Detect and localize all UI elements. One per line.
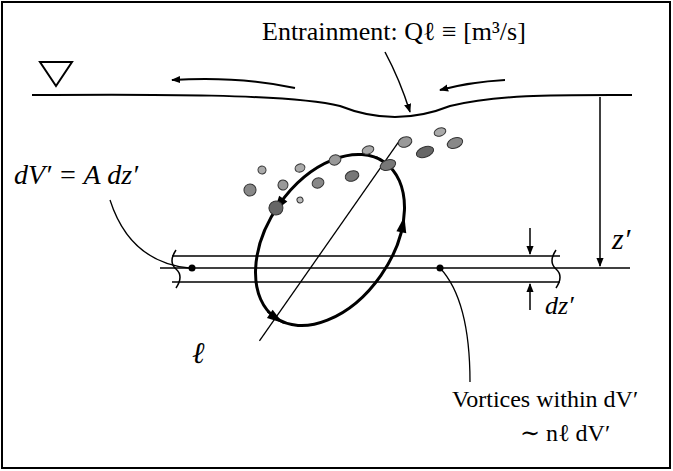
air-bubble <box>267 199 285 217</box>
dot <box>189 265 196 272</box>
leader-arrow <box>385 52 410 112</box>
air-bubble <box>379 158 397 173</box>
air-bubble <box>311 176 326 190</box>
vortex <box>225 127 436 354</box>
vortex-ellipse <box>225 127 436 354</box>
air-bubble <box>277 179 290 192</box>
air-bubble <box>415 144 435 160</box>
air-bubble <box>242 182 257 197</box>
air-bubble <box>344 169 361 183</box>
rotation-arrowhead <box>396 217 406 234</box>
air-bubble <box>294 163 306 174</box>
entrainment-label: Entrainment: Qℓ ≡ [m³/s] <box>262 18 526 47</box>
rotation-arrowhead <box>267 310 283 323</box>
water-surface <box>32 95 632 117</box>
free-surface-symbol <box>40 62 72 86</box>
depth-arrow <box>599 97 601 266</box>
control-volume-band <box>160 250 630 288</box>
air-bubble <box>296 196 304 204</box>
air-bubble <box>328 153 343 167</box>
depth-label: z′ <box>612 222 630 255</box>
leader-line <box>110 200 189 268</box>
count-label: ∼ nℓ dV′ <box>520 420 610 446</box>
leader-line <box>440 268 470 382</box>
air-bubble <box>397 135 414 149</box>
thickness-arrow <box>529 228 531 254</box>
air-bubble <box>257 165 267 175</box>
air-bubble <box>446 136 464 151</box>
bubbles <box>242 126 464 217</box>
surface-flow-arrow <box>440 80 505 90</box>
surface-flow-arrow <box>172 79 295 88</box>
air-bubble <box>433 126 447 138</box>
length-scale-label: ℓ <box>192 336 205 369</box>
vortices-label: Vortices within dV′ <box>452 386 638 412</box>
thickness-arrow <box>529 284 531 310</box>
air-bubble <box>361 144 375 156</box>
volume-label: dV′ = A dz′ <box>14 160 138 191</box>
thickness-label: dz′ <box>545 292 574 321</box>
diameter-line <box>259 139 400 341</box>
